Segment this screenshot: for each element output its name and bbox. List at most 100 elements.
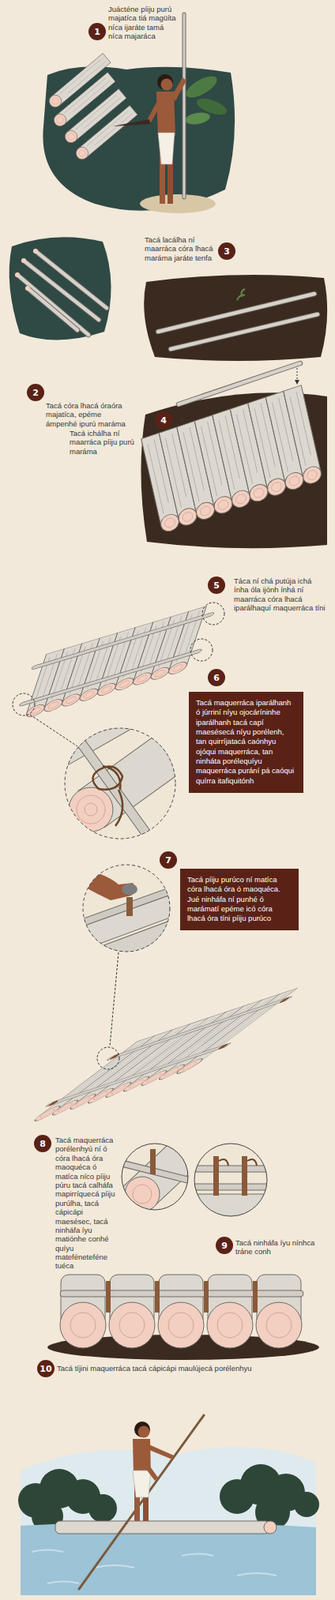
step7-raft bbox=[46, 996, 292, 1107]
step-number-text: 4 bbox=[160, 416, 167, 426]
step2-poles bbox=[9, 237, 112, 340]
river-scene bbox=[132, 1447, 159, 1482]
step-number: 7 bbox=[159, 851, 177, 870]
step9-raft-front bbox=[60, 1302, 106, 1349]
step-caption: Tacá lacálha ní maarráca córa lhacá mará… bbox=[144, 235, 218, 263]
step3-cross-poles bbox=[143, 274, 328, 362]
step2-poles bbox=[33, 248, 38, 254]
step1-scene bbox=[183, 14, 186, 198]
step8-details bbox=[150, 1149, 156, 1175]
river-scene bbox=[132, 1471, 151, 1499]
river-scene bbox=[20, 1447, 317, 1596]
step4-raft bbox=[297, 368, 298, 383]
river-scene bbox=[145, 1444, 174, 1461]
step8-details bbox=[194, 1144, 268, 1217]
step-number-text: 3 bbox=[223, 247, 230, 256]
river-scene bbox=[263, 1521, 277, 1535]
step9-raft-front bbox=[154, 1281, 160, 1314]
step4-raft bbox=[181, 409, 183, 422]
step8-details bbox=[241, 1156, 248, 1197]
step-number-text: 2 bbox=[32, 388, 39, 398]
step6-lashing-detail bbox=[68, 787, 113, 832]
river-scene bbox=[134, 1422, 151, 1438]
step4-raft bbox=[178, 363, 301, 405]
step7-peg-detail bbox=[121, 884, 138, 896]
step2-poles bbox=[25, 286, 31, 291]
step8-details bbox=[121, 1144, 189, 1211]
step-caption: Tacá ninháfa íyu nínhca tráne conh bbox=[235, 1238, 324, 1258]
river-scene bbox=[88, 1494, 117, 1524]
step1-scene bbox=[161, 79, 174, 91]
step7-peg-detail bbox=[79, 928, 186, 968]
step8-details bbox=[194, 1184, 268, 1192]
step9-raft-front bbox=[266, 1313, 292, 1339]
step2-poles bbox=[15, 272, 20, 278]
river-scene bbox=[55, 1521, 271, 1535]
step1-scene bbox=[156, 91, 176, 138]
step6-lashing-detail bbox=[64, 728, 176, 840]
step7-raft bbox=[30, 988, 298, 1124]
step-number: 3 bbox=[218, 242, 236, 260]
step-caption: Tacá córa lhacá óraóra majatíca, epéme á… bbox=[45, 401, 129, 429]
step3-cross-poles bbox=[170, 314, 318, 350]
step6-lashing-detail bbox=[75, 734, 147, 834]
step-number-text: 5 bbox=[213, 581, 220, 591]
step4-raft bbox=[141, 385, 324, 535]
step9-raft-front bbox=[168, 1313, 194, 1339]
step-caption: Tacá maquerráca porélenhyú ní ó córa lha… bbox=[55, 1136, 116, 1272]
step-number: 9 bbox=[215, 1237, 234, 1255]
step1-scene bbox=[182, 71, 220, 102]
step1-scene bbox=[73, 105, 138, 162]
step8-details bbox=[132, 1185, 152, 1205]
step9-raft-front bbox=[105, 1281, 111, 1314]
step-number-text: 6 bbox=[213, 673, 220, 683]
step4-raft bbox=[140, 363, 328, 549]
step2-poles bbox=[27, 288, 78, 331]
step3-cross-poles bbox=[158, 293, 315, 332]
step-number: 5 bbox=[207, 576, 226, 595]
step5-raft bbox=[190, 639, 213, 662]
step2-poles bbox=[17, 274, 89, 335]
river-scene bbox=[138, 1426, 151, 1439]
step7-raft bbox=[18, 985, 309, 1128]
step6-lashing-detail bbox=[31, 742, 64, 775]
step-number: 1 bbox=[88, 22, 106, 41]
step2-poles bbox=[9, 237, 112, 340]
step-caption: Tacá ichálha ní maarráca píiju purú mará… bbox=[69, 429, 138, 456]
step-number: 8 bbox=[33, 1135, 52, 1153]
step6-lashing-detail bbox=[75, 734, 147, 834]
river-scene bbox=[293, 1492, 320, 1518]
step3-cross-poles bbox=[158, 293, 318, 350]
step3-cross-poles bbox=[237, 289, 245, 301]
step2-poles bbox=[27, 288, 78, 331]
step-caption: Táca ní chá putúja ichá ínha óla ijónh í… bbox=[233, 576, 326, 614]
step9-raft-front bbox=[252, 1281, 258, 1314]
step-text-box: Tacá píiju purúco ní matíca córa lhacá ó… bbox=[180, 869, 299, 931]
step5-raft bbox=[30, 715, 78, 747]
step7-peg-detail bbox=[79, 928, 186, 968]
step7-peg-detail bbox=[109, 952, 119, 1047]
step-number-text: 7 bbox=[165, 856, 172, 866]
step1-scene bbox=[171, 77, 187, 102]
step7-peg-detail bbox=[82, 865, 170, 953]
step8-details bbox=[118, 1144, 268, 1219]
step6-lashing-detail bbox=[31, 695, 190, 840]
step5-raft bbox=[14, 603, 218, 723]
step3-cross-poles bbox=[170, 314, 318, 350]
step9-raft-front bbox=[119, 1313, 145, 1339]
step-number: 2 bbox=[26, 383, 45, 402]
step5-raft bbox=[18, 612, 215, 708]
step-number-text: 1 bbox=[94, 27, 101, 37]
step8-details bbox=[118, 1163, 194, 1182]
river-scene bbox=[18, 1415, 320, 1596]
step2-poles bbox=[17, 251, 107, 335]
step6-lashing-detail bbox=[84, 803, 98, 817]
step-number: 6 bbox=[207, 669, 226, 687]
step9-raft-front bbox=[47, 1275, 320, 1361]
step-text: Tacá maquerráca iparálhanh ó júrriní níy… bbox=[195, 698, 297, 787]
step5-raft bbox=[12, 693, 35, 716]
step1-scene bbox=[139, 194, 216, 214]
step9-raft-front bbox=[109, 1302, 155, 1349]
step-number-text: 8 bbox=[39, 1140, 46, 1149]
step4-raft bbox=[141, 385, 324, 535]
